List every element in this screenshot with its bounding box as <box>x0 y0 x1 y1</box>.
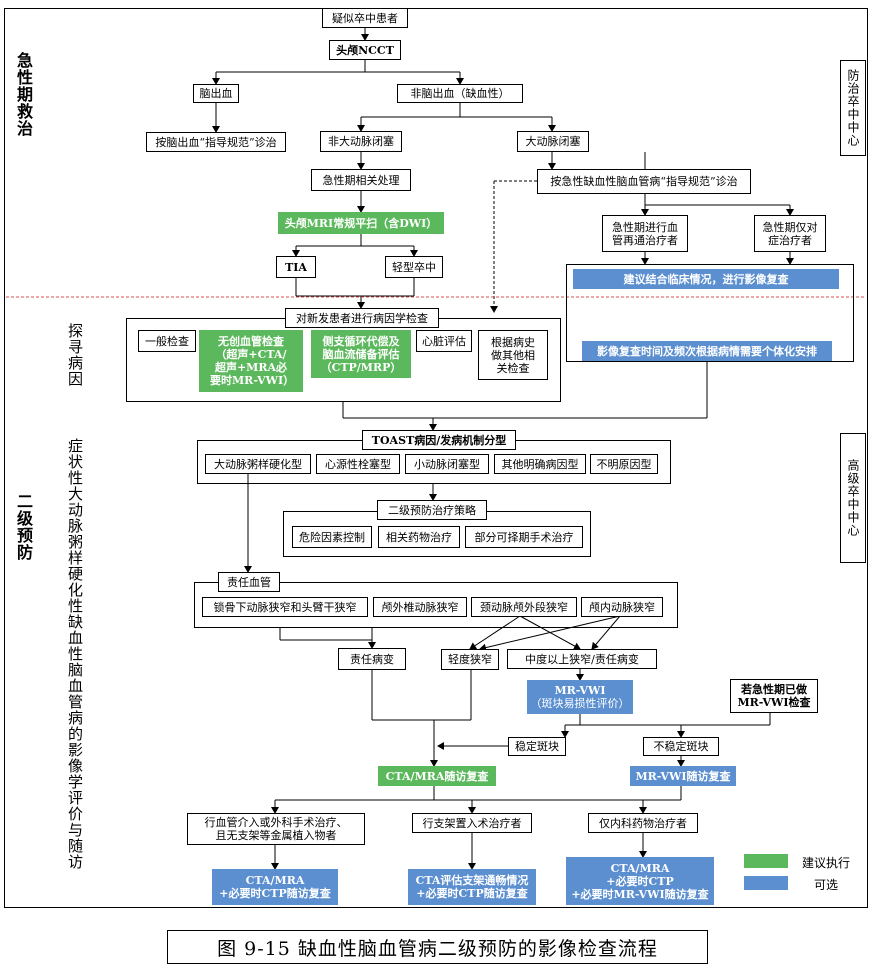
outcome-stenting-line1: CTA评估支架通畅情况 <box>415 874 529 887</box>
label-acute: 急性期救治 <box>14 51 33 137</box>
moderate-stenosis: 中度以上狭窄/责任病变 <box>507 649 657 669</box>
etiology-check: 对新发患者进行病因学检查 <box>285 308 439 328</box>
label-secondary: 二级预防 <box>14 493 33 561</box>
if-done-mrvwi: 若急性期已做MR-VWI检查 <box>730 679 818 713</box>
toast: TOAST病因/发病机制分型 <box>362 430 516 450</box>
mr-vwi-subtitle: （斑块易损性评价） <box>530 697 630 710</box>
mr-vwi-title: MR-VWI <box>554 684 606 697</box>
non-lvo: 非大动脉闭塞 <box>320 131 402 152</box>
outcome-intervention: CTA/MRA +必要时CTP随访复查 <box>212 869 338 905</box>
outcome-medical-line2: +必要时CTP <box>606 874 674 888</box>
surgery-option: 部分可择期手术治疗 <box>465 526 583 548</box>
general-check: 一般检查 <box>138 330 196 352</box>
outcome-stenting-line2: +必要时CTP随访复查 <box>416 887 528 900</box>
drug-therapy: 相关药物治疗 <box>378 526 460 548</box>
outcome-medical-line3: +必要时MR-VWI随访复查 <box>571 887 709 901</box>
strategy: 二级预防治疗策略 <box>377 500 487 520</box>
noninvasive-check: 无创血管检查（超声+CTA/超声+MRA必要时MR-VWI） <box>199 330 303 392</box>
culprit-lesion: 责任病变 <box>338 648 406 670</box>
outcome-intervention-line2: +必要时CTP随访复查 <box>219 887 331 900</box>
mrvwi-followup: MR-VWI随访复查 <box>630 766 736 786</box>
outcome-medical-line1: CTA/MRA <box>610 861 670 875</box>
ncct: 头颅NCCT <box>329 40 401 60</box>
hemorrhage: 脑出血 <box>193 84 239 103</box>
minor-stroke: 轻型卒中 <box>385 256 443 278</box>
type-sao: 小动脉闭塞型 <box>405 454 489 474</box>
vessel-group <box>194 582 678 628</box>
non-hemorrhage: 非脑出血（缺血性） <box>397 84 523 103</box>
vessel-subclavian: 锁骨下动脉狭窄和头臂干狭窄 <box>202 597 368 617</box>
hemorrhage-guide: 按脑出血“指导规范”诊治 <box>146 132 286 152</box>
mri-scan: 头颅MRI常规平扫（含DWI） <box>278 212 444 234</box>
cardiac-assess: 心脏评估 <box>416 330 472 352</box>
type-other: 其他明确病因型 <box>494 454 586 474</box>
stenting-patients: 行支架置入术治疗者 <box>412 813 532 833</box>
ischemic-guide: 按急性缺血性脑血管病“指导规范”诊治 <box>537 169 751 194</box>
tia: TIA <box>276 256 316 278</box>
recheck: 建议结合临床情况，进行影像复查 <box>573 269 839 289</box>
symptomatic-only: 急性期仅对症治疗者 <box>754 215 826 252</box>
outcome-medical: CTA/MRA +必要时CTP +必要时MR-VWI随访复查 <box>566 857 714 905</box>
vessel-vertebral: 颅外椎动脉狭窄 <box>373 597 467 617</box>
legend-optional-label: 可选 <box>814 878 839 892</box>
outcome-stenting: CTA评估支架通畅情况 +必要时CTP随访复查 <box>408 869 536 905</box>
outcome-intervention-line1: CTA/MRA <box>245 874 305 887</box>
unstable-plaque: 不稳定斑块 <box>643 737 719 756</box>
diagram-frame <box>4 8 868 908</box>
vessel-intracranial: 颅内动脉狭窄 <box>581 597 663 617</box>
type-unknown: 不明原因型 <box>590 454 658 474</box>
recheck-group <box>566 264 854 362</box>
stable-plaque: 稳定斑块 <box>508 737 566 756</box>
advanced-center: 高级卒中中心 <box>840 433 866 563</box>
recheck-schedule: 影像复查时间及频次根据病情需要个体化安排 <box>582 341 832 361</box>
cta-followup: CTA/MRA随访复查 <box>378 766 496 786</box>
figure-caption: 图 9-15 缺血性脑血管病二级预防的影像检查流程 <box>167 930 708 964</box>
lvo: 大动脉闭塞 <box>517 131 589 152</box>
risk-control: 危险因素控制 <box>292 526 372 548</box>
legend-optional-swatch <box>744 876 788 890</box>
other-check: 根据病史做其他相关检查 <box>478 330 548 380</box>
collateral-assess: 侧支循环代偿及脑血流储备评估（CTP/MRP） <box>311 330 411 378</box>
label-etiology: 探寻病因 <box>66 323 84 387</box>
acute-treatment: 急性期相关处理 <box>311 169 411 191</box>
legend-recommended-swatch <box>744 854 788 868</box>
recanalization: 急性期进行血管再通治疗者 <box>602 215 688 252</box>
type-ce: 心源性栓塞型 <box>316 454 400 474</box>
vessel-carotid: 颈动脉颅外段狭窄 <box>471 597 577 617</box>
intervention-patients: 行血管介入或外科手术治疗、且无支架等金属植入物者 <box>187 813 365 845</box>
medical-only-patients: 仅内科药物治疗者 <box>588 813 698 833</box>
mr-vwi: MR-VWI （斑块易损性评价） <box>527 680 633 714</box>
label-symptomatic: 症状性大动脉粥样硬化性缺血性脑血管病的影像学评价与随访 <box>66 438 84 870</box>
type-laa: 大动脉粥样硬化型 <box>205 454 311 474</box>
culprit-vessel: 责任血管 <box>218 572 280 592</box>
legend-recommended-label: 建议执行 <box>802 856 851 870</box>
suspected-patient: 疑似卒中患者 <box>322 8 408 28</box>
mild-stenosis: 轻度狭窄 <box>441 649 499 670</box>
prevention-center: 防治卒中中心 <box>840 60 866 156</box>
